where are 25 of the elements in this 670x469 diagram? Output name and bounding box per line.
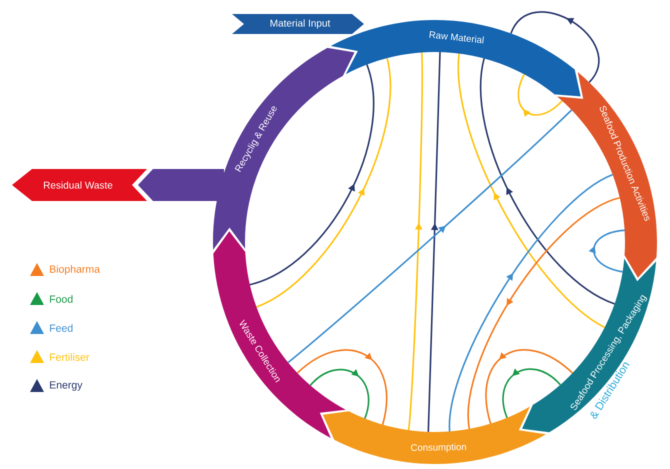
legend-label: Biopharma — [50, 265, 100, 275]
output-banner: Residual Waste — [12, 169, 147, 201]
legend-label: Food — [50, 295, 72, 303]
flow-arrow — [448, 174, 613, 432]
flow-arrow — [256, 58, 391, 308]
flow-arrow — [480, 58, 615, 305]
flow-arrow — [288, 109, 572, 364]
flow-arrow — [502, 368, 561, 418]
flow-arrow — [458, 54, 606, 328]
ring-segment: Raw Material — [330, 20, 581, 96]
legend-label: Fertiliser — [50, 353, 90, 361]
flow-arrow — [428, 52, 441, 432]
flow-arrow — [250, 64, 374, 286]
flow-arrow — [408, 52, 423, 430]
flow-arrow — [296, 349, 388, 425]
input-banner: Material Input — [232, 14, 364, 34]
flow-arrow — [468, 196, 620, 429]
flow-arrow — [510, 11, 600, 83]
flow-arrow — [518, 74, 563, 117]
flow-arrow — [310, 368, 370, 419]
ring-segment: Consumption — [322, 406, 546, 464]
legend-label: Energy — [50, 381, 82, 391]
flow-arrow — [485, 349, 574, 424]
legend-label: Feed — [50, 324, 72, 332]
flow-arrow — [588, 230, 625, 273]
